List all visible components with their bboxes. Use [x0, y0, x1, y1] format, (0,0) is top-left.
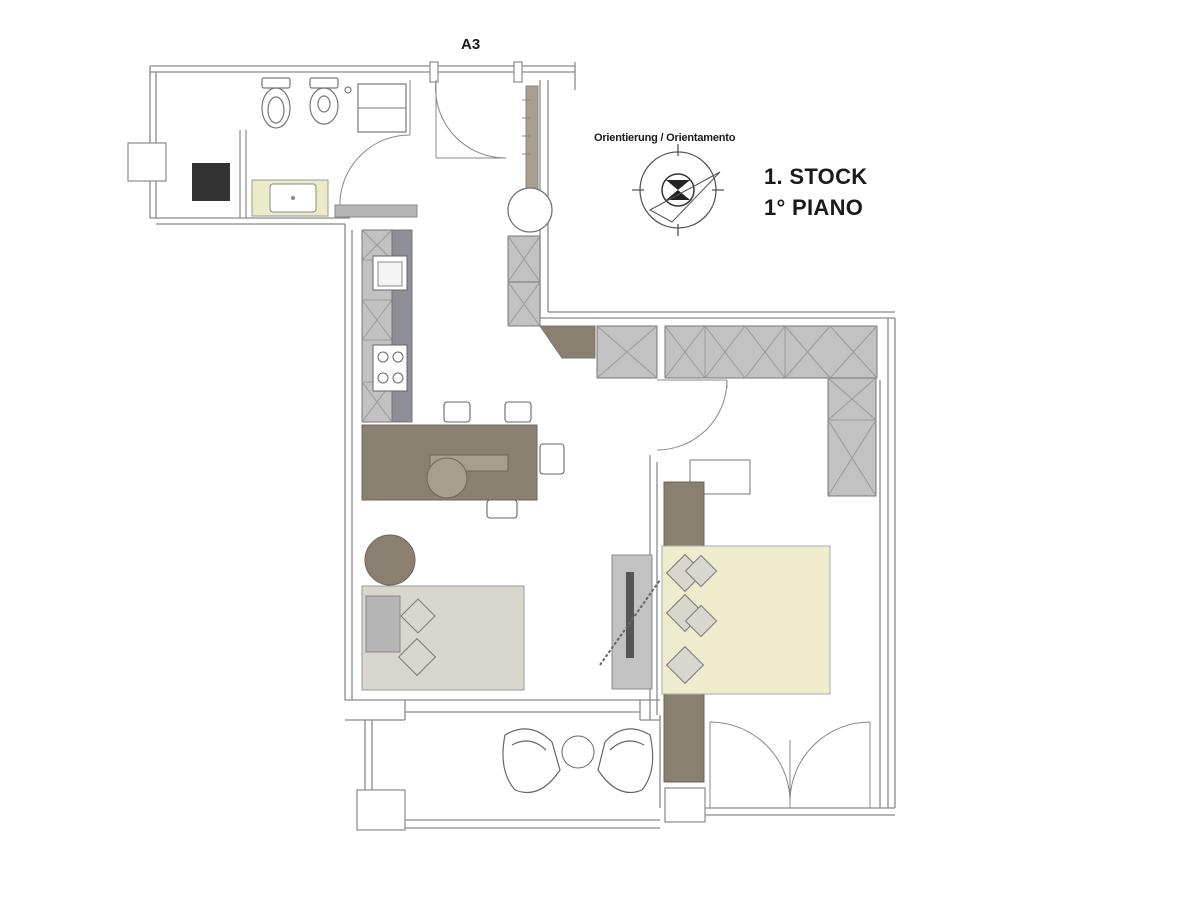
- cooktop-icon: [372, 344, 408, 392]
- balcony: [502, 728, 654, 794]
- entry-door: [435, 79, 507, 159]
- wardrobe-corridor: [507, 235, 541, 327]
- wall-blocks: [127, 61, 706, 831]
- round-stool: [426, 457, 468, 499]
- unit-label: A3: [461, 36, 481, 53]
- floor-label-de: 1. STOCK: [764, 164, 868, 189]
- floor-label-it: 1° PIANO: [764, 195, 864, 220]
- column: [507, 187, 553, 233]
- bathroom: [192, 77, 418, 218]
- walls: [149, 62, 896, 829]
- bar-stools: [443, 401, 565, 519]
- living: [361, 534, 661, 691]
- armchair-icon: [502, 728, 561, 794]
- compass-rose-icon: [632, 144, 724, 236]
- bidet-icon: [309, 77, 352, 125]
- toilet-icon: [261, 77, 291, 129]
- corridor: [507, 85, 596, 359]
- orientation-label: Orientierung / Orientamento: [594, 132, 736, 144]
- balcony-table: [561, 735, 595, 769]
- sink-icon: [269, 183, 317, 213]
- shower-drain: [192, 163, 230, 201]
- bedroom: [596, 325, 878, 808]
- side-table: [364, 534, 416, 586]
- armchair-icon: [597, 728, 654, 794]
- tv-icon: [626, 572, 634, 658]
- sink-icon: [372, 255, 408, 291]
- kitchen: [361, 229, 565, 519]
